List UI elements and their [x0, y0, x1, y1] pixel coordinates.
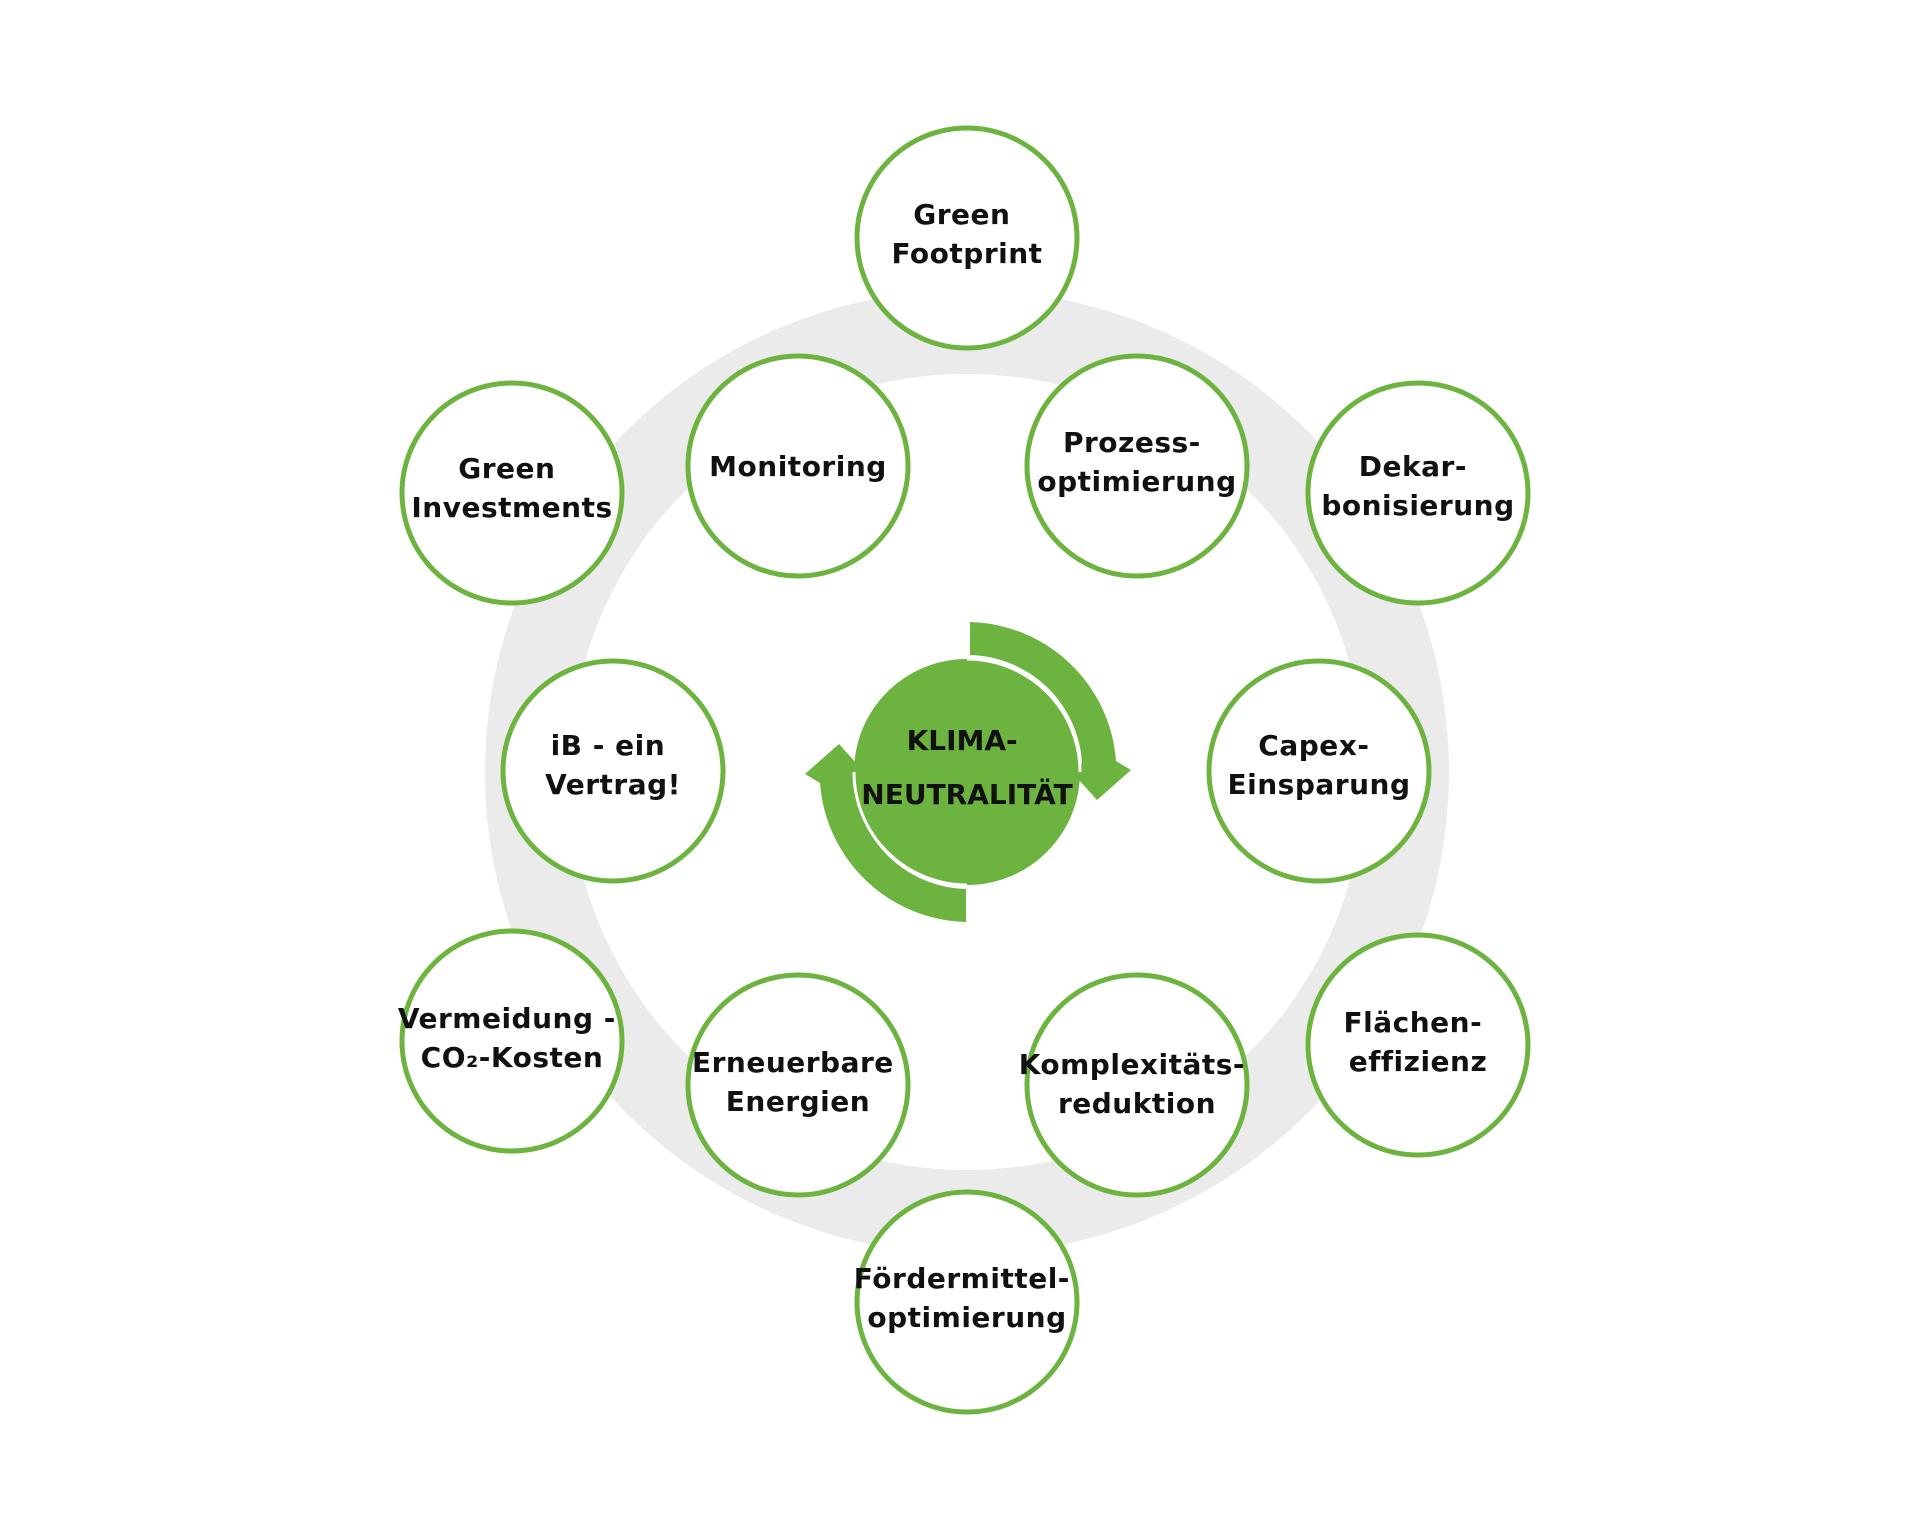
node-label: Komplexitäts- reduktion [1019, 1048, 1256, 1120]
node-green-investments[interactable]: Green Investments [399, 380, 625, 606]
node-circle [500, 658, 726, 884]
node-label-line: Erneuerbare [692, 1046, 894, 1079]
center-label: KLIMA- NEUTRALITÄT [861, 724, 1072, 811]
node-flaecheneffizienz[interactable]: Flächen- effizienz [1305, 932, 1531, 1158]
node-label-line: bonisierung [1321, 489, 1514, 522]
node-capex-einsparung[interactable]: Capex- Einsparung [1206, 658, 1432, 884]
node-circle [399, 928, 625, 1154]
node-circle [1024, 353, 1250, 579]
node-label-line: effizienz [1349, 1045, 1488, 1078]
node-label-line: reduktion [1058, 1087, 1216, 1120]
node-label-line: Energien [726, 1085, 870, 1118]
node-label-line: Fördermittel- [854, 1262, 1070, 1295]
node-circle [854, 125, 1080, 351]
node-label: Monitoring [709, 450, 887, 483]
node-label-line: Capex- [1258, 729, 1369, 762]
node-label-line: Green [913, 198, 1010, 231]
node-prozessoptimierung[interactable]: Prozess- optimierung [1024, 353, 1250, 579]
node-label-line: Einsparung [1228, 768, 1411, 801]
node-label: Fördermittel- optimierung [854, 1262, 1080, 1334]
node-circle [685, 972, 911, 1198]
cycle-arrow-left-icon [805, 744, 966, 922]
node-circle [854, 1189, 1080, 1415]
cycle-separator [966, 657, 1082, 773]
node-komplexitaetsreduktion[interactable]: Komplexitäts- reduktion [1019, 972, 1256, 1198]
cycle-arrow-right-icon [970, 622, 1131, 800]
node-label-line: iB - ein [551, 729, 666, 762]
node-label-line: Investments [411, 491, 612, 524]
node-vermeidung-co2-kosten[interactable]: Vermeidung - CO₂-Kosten [398, 928, 626, 1154]
node-label-line: Dekar- [1359, 450, 1467, 483]
center-label-line: KLIMA- [907, 724, 1018, 757]
node-label: Dekar- bonisierung [1321, 450, 1514, 522]
center-cycle: KLIMA- NEUTRALITÄT [805, 622, 1131, 922]
node-dekarbonisierung[interactable]: Dekar- bonisierung [1305, 380, 1531, 606]
cycle-separator [852, 771, 968, 887]
node-label: iB - ein Vertrag! [545, 729, 681, 801]
center-disc [854, 659, 1080, 885]
node-label: Green Investments [411, 452, 612, 524]
node-label-line: optimierung [867, 1301, 1066, 1334]
node-label-line: CO₂-Kosten [421, 1041, 604, 1074]
node-circle [1206, 658, 1432, 884]
node-green-footprint[interactable]: Green Footprint [854, 125, 1080, 351]
node-circle [1305, 380, 1531, 606]
node-ib-ein-vertrag[interactable]: iB - ein Vertrag! [500, 658, 726, 884]
node-circle [1024, 972, 1250, 1198]
node-erneuerbare-energien[interactable]: Erneuerbare Energien [685, 972, 911, 1198]
node-label-line: Footprint [891, 237, 1042, 270]
node-circle [399, 380, 625, 606]
node-circle [1305, 932, 1531, 1158]
node-label: Prozess- optimierung [1037, 426, 1236, 498]
node-label-line: Green [458, 452, 555, 485]
node-label: Erneuerbare Energien [692, 1046, 904, 1118]
node-label-line: Vertrag! [545, 768, 681, 801]
node-label: Flächen- effizienz [1344, 1006, 1493, 1078]
node-label: Green Footprint [891, 198, 1042, 270]
node-label-line: Komplexitäts- [1019, 1048, 1245, 1081]
node-label-line: optimierung [1037, 465, 1236, 498]
center-label-line: NEUTRALITÄT [861, 777, 1072, 811]
node-monitoring[interactable]: Monitoring [685, 353, 911, 579]
node-label-line: Flächen- [1344, 1006, 1483, 1039]
node-label: Capex- Einsparung [1228, 729, 1411, 801]
node-label-line: Vermeidung - [398, 1002, 616, 1035]
node-label: Vermeidung - CO₂-Kosten [398, 1002, 626, 1074]
node-circle [685, 353, 911, 579]
node-label-line: Prozess- [1063, 426, 1201, 459]
node-label-line: Monitoring [709, 450, 887, 483]
node-foerdermitteloptimierung[interactable]: Fördermittel- optimierung [854, 1189, 1080, 1415]
